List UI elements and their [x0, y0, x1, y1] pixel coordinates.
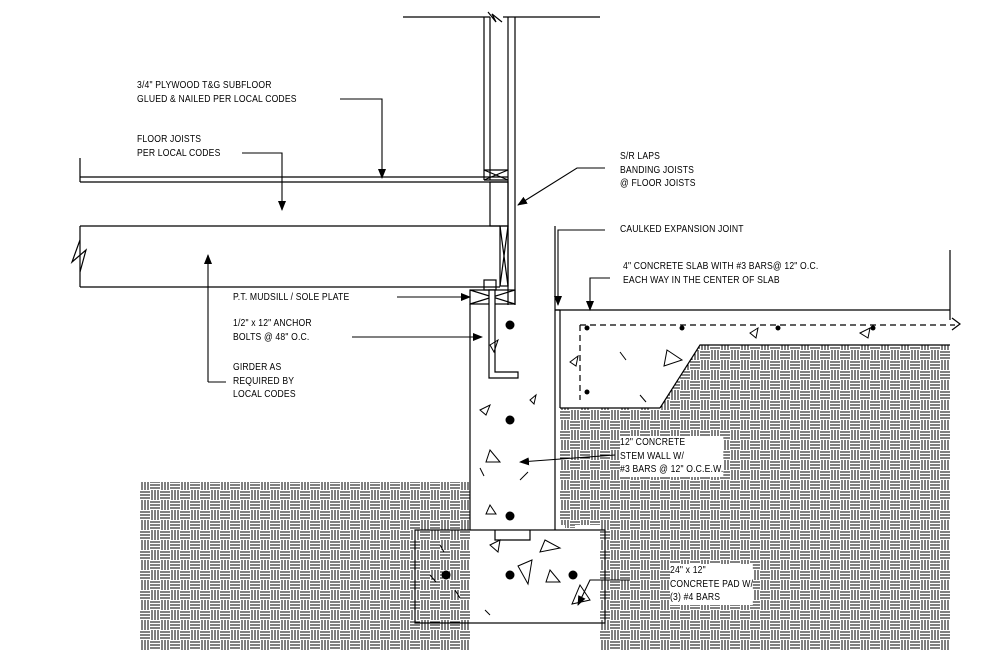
anchor-bolt — [488, 289, 519, 379]
mudsill-label: P.T. MUDSILL / SOLE PLATE — [233, 291, 350, 303]
leaders — [204, 98, 630, 606]
slab-label: 4" CONCRETE SLAB WITH #3 BARS@ 12" O.C. … — [623, 260, 819, 286]
floor-system — [70, 158, 516, 305]
wall-framing — [403, 11, 600, 305]
floor-joists-label: FLOOR JOISTS PER LOCAL CODES — [137, 133, 221, 159]
stem-wall — [414, 304, 606, 624]
slab — [554, 226, 961, 409]
stem-wall-label: 12" CONCRETE STEM WALL W/ #3 BARS @ 12" … — [620, 436, 724, 477]
earth-hatch — [140, 345, 950, 650]
expansion-joint-label: CAULKED EXPANSION JOINT — [620, 223, 744, 235]
rebar — [441, 320, 876, 580]
concrete-pad-label: 24" x 12" CONCRETE PAD W/ (3) #4 BARS — [670, 564, 754, 605]
girder-label: GIRDER AS REQUIRED BY LOCAL CODES — [233, 361, 296, 400]
concrete-aggregate — [429, 326, 871, 616]
anchor-bolts-label: 1/2" x 12" ANCHOR BOLTS @ 48" O.C. — [233, 317, 312, 343]
sr-laps-label: S/R LAPS BANDING JOISTS @ FLOOR JOISTS — [620, 150, 696, 189]
subfloor-label: 3/4" PLYWOOD T&G SUBFLOOR GLUED & NAILED… — [137, 79, 297, 105]
